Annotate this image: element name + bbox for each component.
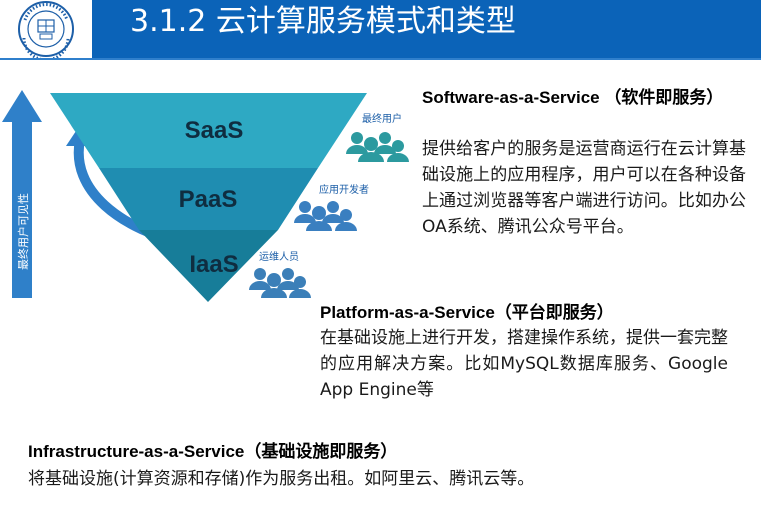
saas-heading: Software-as-a-Service （软件即服务） [422, 88, 724, 107]
developer-label: 应用开发者 [319, 183, 369, 196]
operations-group-icon [249, 268, 311, 298]
pyramid [50, 93, 367, 302]
iaas-layer [139, 230, 278, 302]
operations-label: 运维人员 [259, 250, 299, 263]
end-user-label: 最终用户 [362, 112, 402, 125]
university-logo [0, 0, 92, 62]
saas-label: SaaS [185, 117, 244, 144]
iaas-label: IaaS [189, 251, 238, 278]
paas-description: 在基础设施上进行开发，搭建操作系统，提供一套完整的应用解决方案。比如MySQL数… [320, 328, 728, 400]
title-bar: 3.1.2 云计算服务模式和类型 [0, 0, 761, 62]
saas-description: 提供给客户的服务是运营商运行在云计算基础设施上的应用程序，用户可以在各种设备上通… [422, 139, 746, 237]
developer-group-icon [294, 201, 357, 231]
saas-layer [50, 93, 367, 168]
service-model-diagram: 最终用户可见性 SaaS PaaS IaaS 最终用户 应用开发者 运维人员 [2, 90, 409, 302]
visibility-arrow-label: 最终用户可见性 [16, 193, 30, 270]
iaas-heading: Infrastructure-as-a-Service（基础设施即服务） [28, 442, 398, 461]
paas-label: PaaS [179, 186, 238, 213]
paas-layer [99, 168, 318, 230]
iaas-description: 将基础设施(计算资源和存储)作为服务出租。如阿里云、腾讯云等。 [28, 469, 535, 489]
logo-emblem [18, 1, 74, 62]
end-user-group-icon [346, 132, 409, 162]
visibility-arrow [2, 90, 42, 298]
page-title: 3.1.2 云计算服务模式和类型 [130, 4, 516, 39]
paas-heading: Platform-as-a-Service（平台即服务） [320, 303, 614, 322]
